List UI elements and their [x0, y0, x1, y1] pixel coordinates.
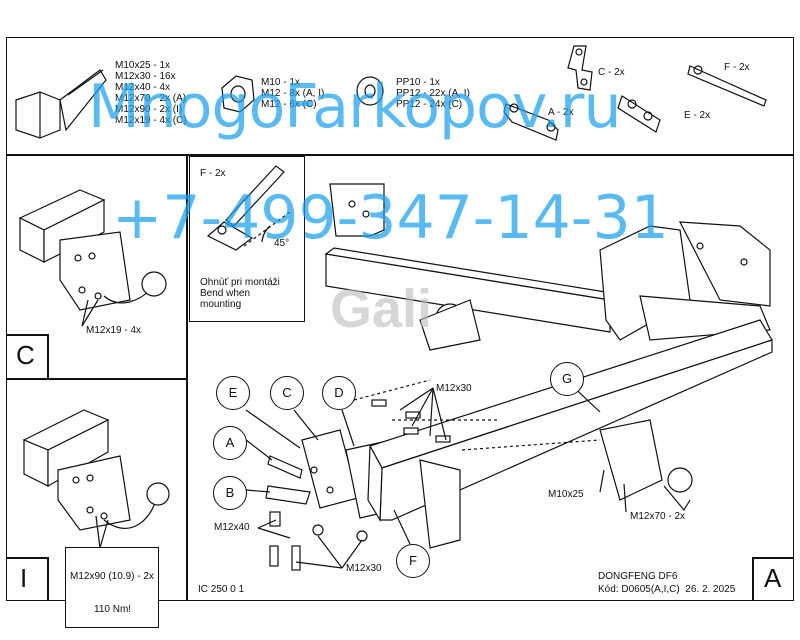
- part-a-label: A - 2x: [548, 107, 574, 118]
- c-label-divider: [47, 334, 49, 379]
- panel-f-note: Ohnúť pri montáži Bend when mounting: [200, 277, 280, 310]
- bolt-m12x70-label: M12x70 - 2x: [630, 511, 686, 522]
- vehicle-model: DONGFENG DF6: [598, 571, 678, 582]
- panel-i-label: I: [20, 563, 28, 593]
- callout-c: C: [270, 376, 304, 410]
- bolt-item: M12x30 - 16x: [115, 71, 176, 82]
- washer-drawing: [356, 76, 384, 106]
- i-label-divider: [47, 557, 49, 601]
- left-column-divider: [186, 154, 188, 601]
- callout-a: A: [213, 426, 247, 460]
- panel-i-note: M12x90 (10.9) - 2x 110 Nm!: [65, 547, 159, 628]
- header-divider: [6, 154, 794, 156]
- callout-b: B: [213, 476, 247, 510]
- washer-item: PP12 - 24x (C): [396, 99, 463, 110]
- a-label-divider: [752, 557, 754, 601]
- panel-i-note-line: 110 Nm!: [94, 604, 132, 615]
- nut-item: M10 - 1x: [261, 77, 300, 88]
- bolt-item: M12x40 - 4x: [115, 82, 171, 93]
- part-f-label: F - 2x: [724, 62, 750, 73]
- bolt-m12x30-top-label: M12x30: [436, 383, 472, 394]
- panel-f-note-line: mounting: [200, 299, 242, 310]
- panel-i-note-line: M12x90 (10.9) - 2x: [70, 571, 154, 582]
- bolt-m12x30-bottom-label: M12x30: [346, 563, 382, 574]
- panel-c-drawing: [18, 189, 167, 327]
- bolt-item: M10x25 - 1x: [115, 60, 171, 71]
- part-e-label: E - 2x: [684, 110, 711, 121]
- c-label-top: [6, 334, 48, 336]
- bolt-item: M12x19 - 4x (C): [115, 115, 187, 126]
- nut-list: M10 - 1x M12 - 8x (A, I) M12 - 6x (C): [261, 77, 324, 110]
- callout-g: G: [550, 362, 584, 396]
- a-label-top: [752, 557, 794, 559]
- panel-i-drawing: [22, 409, 170, 549]
- panel-f-note-line: Ohnúť pri montáži: [200, 277, 280, 288]
- nut-item: M12 - 6x (C): [261, 99, 317, 110]
- i-label-top: [6, 557, 48, 559]
- washer-item: PP10 - 1x: [396, 77, 440, 88]
- watermark-phone: +7-499-347-14-31: [112, 183, 669, 253]
- panel-c-bolt-note: M12x19 - 4x: [86, 325, 142, 336]
- part-c-label: C - 2x: [598, 67, 625, 78]
- left-panel-divider: [6, 378, 187, 380]
- nut-drawing: [221, 75, 255, 113]
- drawing-number: IC 250 0 1: [198, 584, 245, 595]
- drawing-sheet: [6, 37, 794, 601]
- nut-item: M12 - 8x (A, I): [261, 88, 325, 99]
- callout-e: E: [216, 376, 250, 410]
- part-c-drawing: [567, 45, 593, 91]
- bolt-list: M10x25 - 1x M12x30 - 16x M12x40 - 4x M12…: [115, 60, 187, 126]
- panel-f-angle: 45°: [274, 238, 290, 249]
- part-f-drawing: [687, 65, 767, 107]
- part-e-drawing: [617, 95, 661, 133]
- bolt-drawing: [15, 69, 107, 139]
- drawing-code: Kód: D0605(A,I,C) 26. 2. 2025: [598, 584, 736, 595]
- watermark-brand: Gali: [330, 279, 433, 339]
- bolt-m10x25-label: M10x25: [548, 489, 584, 500]
- panel-f-title: F - 2x: [200, 168, 226, 179]
- panel-c-label: C: [16, 340, 35, 370]
- main-panel-label: A: [764, 563, 782, 593]
- washer-list: PP10 - 1x PP12 - 22x (A, I) PP12 - 24x (…: [396, 77, 470, 110]
- watermark-site: MnogoFarkopov.ru: [88, 72, 621, 142]
- panel-f-note-line: Bend when: [200, 288, 251, 299]
- bolt-item: M12x70 - 2x (A): [115, 93, 187, 104]
- bolt-m12x40-label: M12x40: [214, 522, 250, 533]
- part-a-drawing: [503, 103, 559, 141]
- callout-d: D: [322, 376, 356, 410]
- callout-f: F: [396, 544, 430, 578]
- washer-item: PP12 - 22x (A, I): [396, 88, 470, 99]
- bolt-item: M12x90 - 2x (I): [115, 104, 183, 115]
